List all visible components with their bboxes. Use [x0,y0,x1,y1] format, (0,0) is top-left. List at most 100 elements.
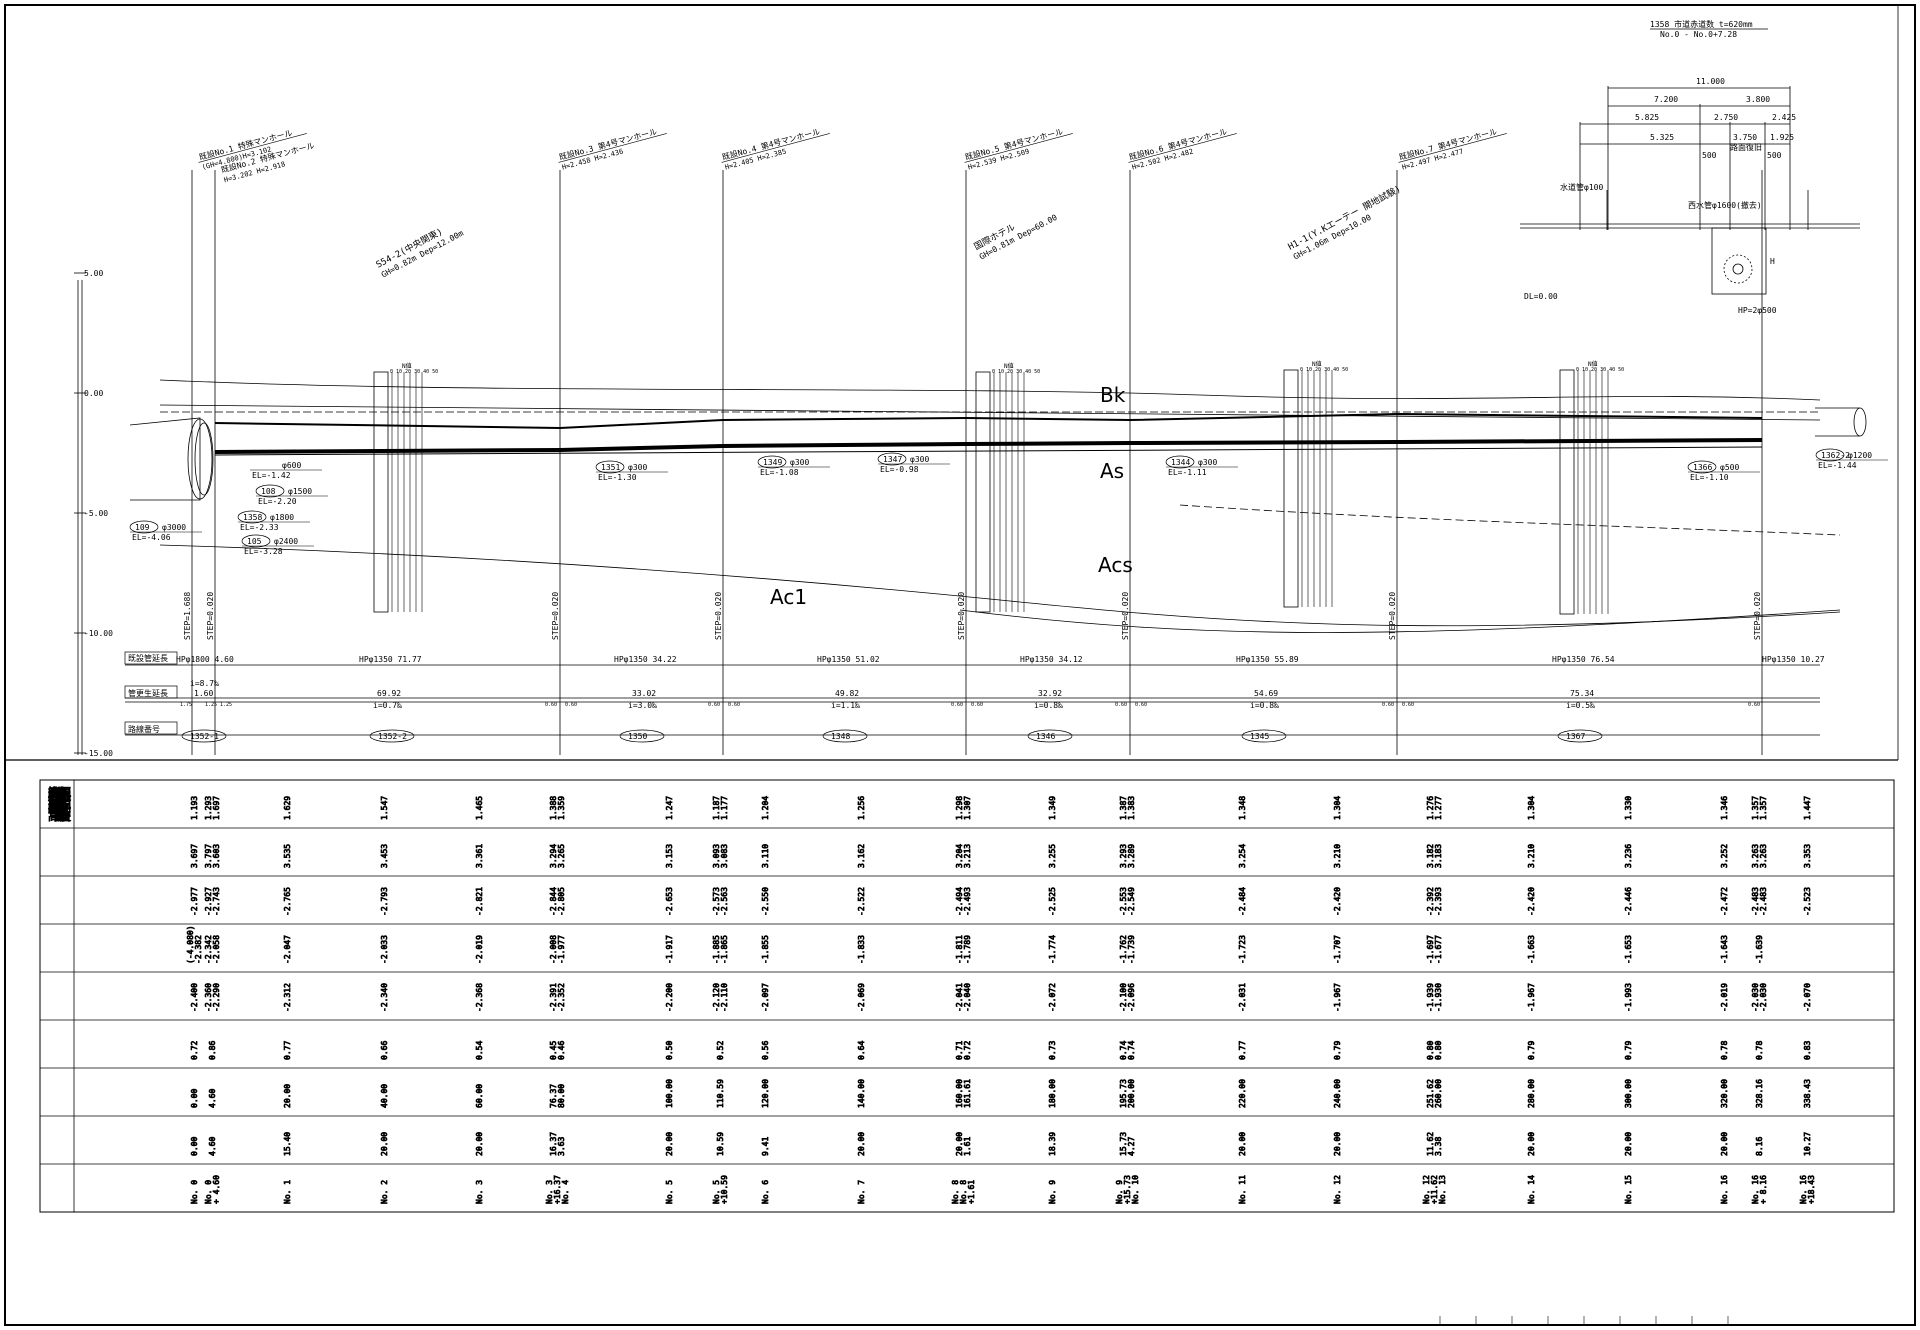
table-cell-value: 1.177 [720,796,729,820]
table-cell-value: 1.388 [549,796,558,820]
table-cell-value: 1.307 [963,796,972,820]
elevation-label: 5.00 [84,269,103,278]
renewal-gradient-value: i=0.8‰ [1034,701,1063,710]
table-cell-value: -2.019 [475,935,484,964]
pipe-diameter: φ1500 [288,487,312,496]
soil-layer-label: Ac1 [770,585,807,609]
table-cell-value: 3.361 [475,844,484,868]
table-cell-value: -2.200 [665,983,674,1012]
table-row-label-char: 高 [48,797,59,811]
n-value-title: N値 [402,362,412,370]
table-row-label-char: 底 [48,785,59,799]
existing-length-value: HPφ1350 34.22 [614,655,677,664]
table-cell-value: 10.27 [1803,1132,1812,1156]
table-cell-value: -1.967 [1527,983,1536,1012]
boring-name: H1-1(Y.Kエーテー 開地試験) [1286,183,1403,253]
step-offset-value: 0.60 [1135,702,1147,708]
table-cell-value: -1.643 [1720,935,1729,964]
table-cell-value: No. 16 [1799,1175,1808,1204]
boring-column [373,371,389,613]
table-cell-value: -2.069 [857,983,866,1012]
table-cell-value: 195.73 [1119,1079,1128,1108]
table-cell-value: No. 13 [1438,1175,1447,1204]
table-cell-value: -2.030 [1751,983,1760,1012]
dim-total: 11.000 [1696,77,1725,86]
table-cell-value: 1.293 [204,796,213,820]
table-cell-value: No. 15 [1624,1175,1633,1204]
table-cell-value: 11.62 [1426,1132,1435,1156]
table-cell-value: 0.78 [1720,1041,1729,1060]
table-cell-value: No. 9 [1115,1180,1124,1204]
table-cell-value: 3.162 [857,844,866,868]
table-cell-value: 0.71 [955,1041,964,1060]
step-offset-value: 0.60 [728,702,740,708]
table-cell-value: -1.739 [1127,935,1136,964]
table-cell-value: 180.00 [1048,1079,1057,1108]
table-cell-value: -2.290 [212,983,221,1012]
table-cell-value: 1.346 [1720,796,1729,820]
renewal-gradient-value: i=8.7‰ [190,679,219,688]
table-cell-value: 20.00 [665,1132,674,1156]
table-cell-value: -2.019 [1720,983,1729,1012]
table-cell-value: -2.927 [204,887,213,916]
table-row-label-char: 単 [54,785,65,799]
table-cell-value: -2.844 [549,887,558,916]
pipe-elevation: EL=-1.42 [252,471,291,480]
table-cell-value: 20.00 [857,1132,866,1156]
table-cell-value: No. 10 [1131,1175,1140,1204]
table-cell-value: No. 16 [1720,1175,1729,1204]
renewal-gradient-value: i=3.0‰ [628,701,657,710]
elevation-label: -5.00 [84,509,108,518]
route-number-bubble [1557,729,1603,743]
step-label: STEP=1.688 [183,592,192,640]
n-value-title: N値 [1588,360,1598,368]
table-cell-value: -1.833 [857,935,866,964]
route-number: 1348 [831,732,850,741]
table-row-label-char: 土 [54,790,65,803]
table-cell-value: 0.77 [1238,1041,1247,1060]
pipe-elevation: EL=-4.06 [132,533,171,542]
table-cell-value: +1.61 [967,1180,976,1204]
table-cell-value: -2.058 [212,935,221,964]
table-row-label-char: 掘 [60,789,71,803]
pipe-elevation: EL=-1.44 [1818,461,1857,470]
pipe-elevation: EL=-1.10 [1690,473,1729,482]
table-cell-value: 1.304 [1333,796,1342,820]
table-cell-value: -2.030 [1759,983,1768,1012]
dim-c: 5.825 [1635,113,1659,122]
table-cell-value: 1.187 [712,796,721,820]
table-cell-value: 0.64 [857,1041,866,1060]
table-cell-value: 0.79 [1333,1041,1342,1060]
table-cell-value: 1.304 [1527,796,1536,820]
table-cell-value: 0.66 [380,1041,389,1060]
table-cell-value: 3.210 [1333,844,1342,868]
table-cell-value: 0.52 [716,1041,725,1060]
table-row-label-char: 管 [60,809,71,823]
table-cell-value: -2.420 [1527,887,1536,916]
table-cell-value: +10.59 [720,1175,729,1204]
table-cell-value: -2.523 [1803,887,1812,916]
pipe-diameter: φ300 [790,458,809,467]
table-row-label-char: 高 [48,809,59,823]
pipe-number-bubble [877,452,907,466]
renewal-length-value: 33.02 [632,689,656,698]
route-number-bubble [822,729,868,743]
table-row-label-char: 地 [54,786,65,799]
table-cell-value: -2.072 [1048,983,1057,1012]
table-cell-value: -2.563 [720,887,729,916]
table-cell-value: 100.00 [665,1079,674,1108]
cross-section-detail: 1358 市道赤道数 t=620mm No.0 - No.0+7.28 11.0… [1520,19,1860,315]
table-cell-value: -1.663 [1527,935,1536,964]
table-cell-value: -2.047 [283,935,292,964]
table-cell-value: 0.80 [1426,1041,1435,1060]
table-cell-value: 0.79 [1624,1041,1633,1060]
table-cell-value: +15.73 [1123,1175,1132,1204]
table-cell-value: -2.041 [955,983,964,1012]
n-value-scale: 0 10 20 30 40 50 [1300,367,1348,373]
table-cell-value: 60.00 [475,1084,484,1108]
pipe-diameter: φ300 [1198,458,1217,467]
table-row-label-char: 況 [60,797,71,811]
table-cell-value: 20.00 [1720,1132,1729,1156]
